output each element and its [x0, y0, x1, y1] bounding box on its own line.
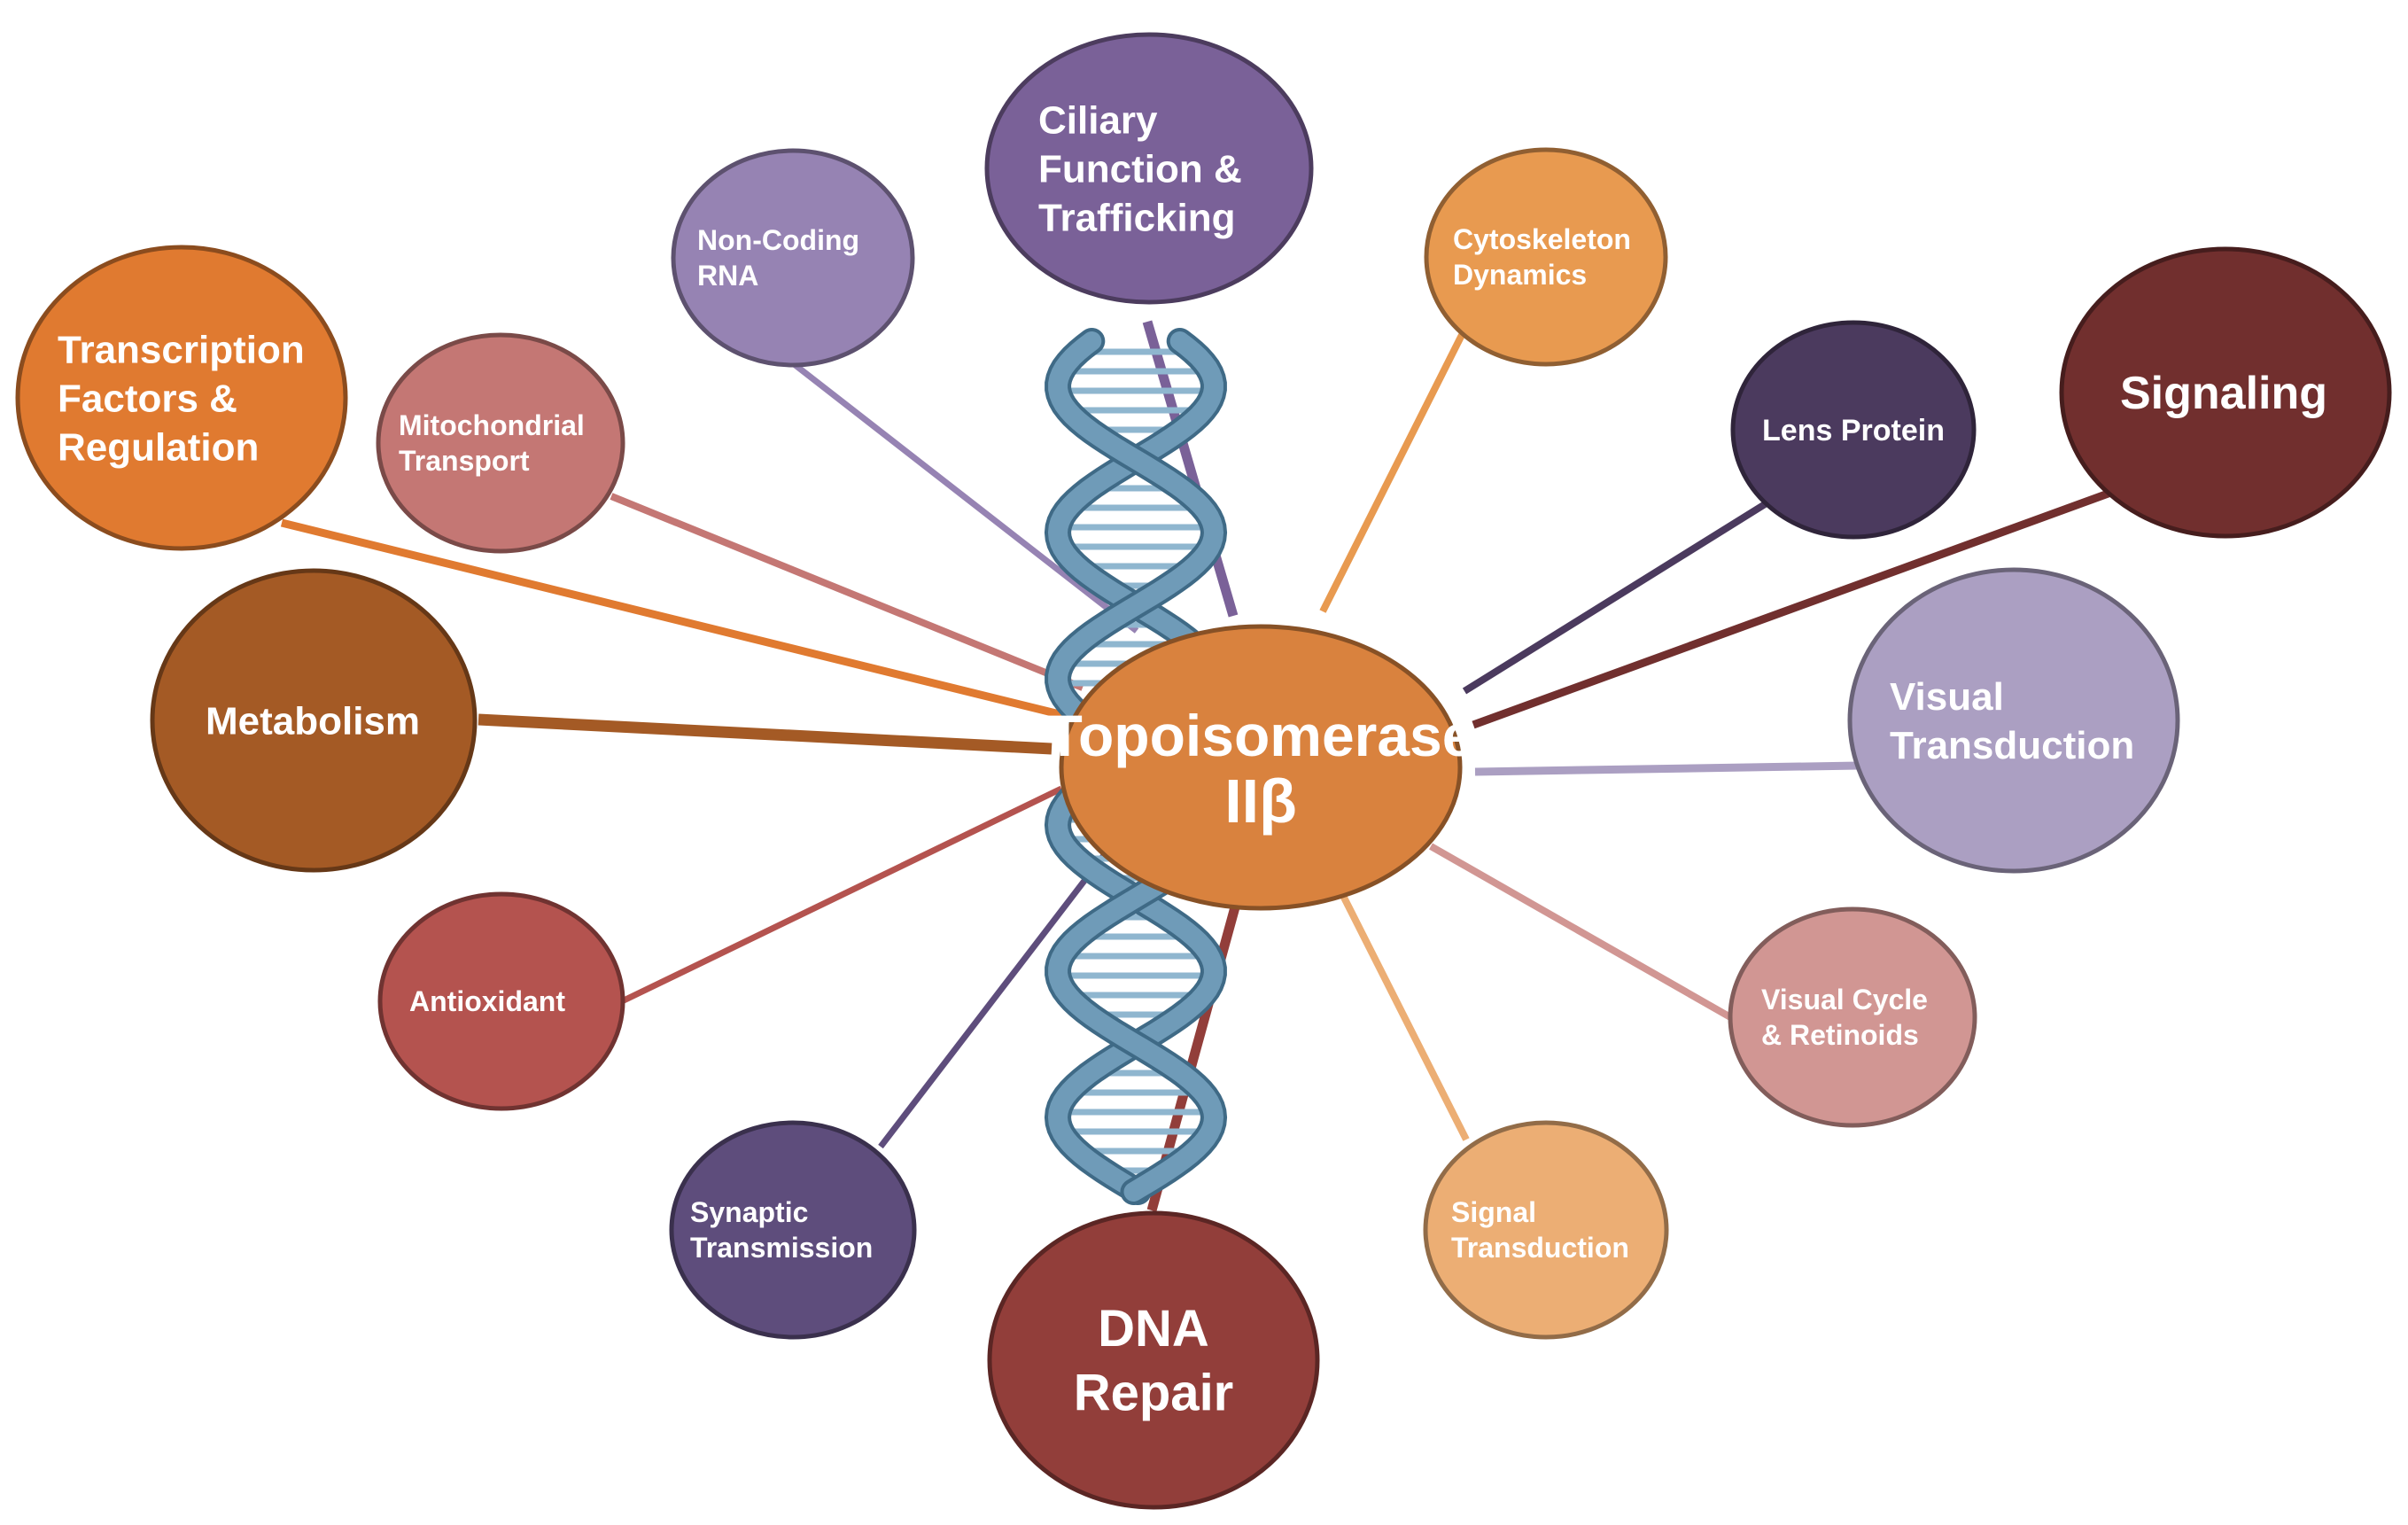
- dna-repair-label: DNA: [1098, 1300, 1209, 1358]
- transcription-factors-regulation-label: Transcription: [58, 328, 305, 371]
- center-ellipse: [1059, 624, 1463, 911]
- non-coding-rna-connector: [790, 361, 1139, 634]
- metabolism-connector: [478, 713, 1053, 755]
- signal-transduction-label: Transduction: [1451, 1232, 1629, 1264]
- center-label-line: IIβ: [1224, 766, 1297, 836]
- transcription-factors-regulation-label: Factors &: [58, 377, 237, 420]
- synaptic-transmission-label: Transmission: [690, 1232, 873, 1264]
- signaling-label: Signaling: [2120, 368, 2327, 419]
- lens-protein-circle: [1730, 320, 1977, 540]
- node-dna-repair: DNA Repair: [987, 1210, 1320, 1510]
- cytoskeleton-dynamics-label: Cytoskeleton: [1453, 223, 1631, 255]
- mitochondrial-transport-label: Mitochondrial: [399, 409, 585, 441]
- non-coding-rna-label: RNA: [697, 260, 758, 292]
- dna-repair-circle: [987, 1210, 1320, 1510]
- non-coding-rna-label: Non-Coding: [697, 224, 859, 256]
- visual-cycle-retinoids-connector: [1429, 843, 1734, 1022]
- ciliary-function-trafficking-label: Function &: [1038, 147, 1242, 191]
- visual-cycle-retinoids-label: Visual Cycle: [1761, 984, 1928, 1015]
- dna-repair-label: Repair: [1074, 1365, 1234, 1422]
- ciliary-function-trafficking-label: Trafficking: [1038, 196, 1236, 239]
- visual-transduction-label: Transduction: [1890, 724, 2134, 767]
- node-visual-cycle-retinoids: Visual Cycle & Retinoids: [1728, 906, 1977, 1128]
- mitochondrial-transport-label: Transport: [399, 445, 530, 477]
- cytoskeleton-dynamics-circle: [1424, 147, 1668, 367]
- lens-protein-connector: [1462, 498, 1772, 695]
- antioxidant-label: Antioxidant: [409, 985, 565, 1017]
- visual-cycle-retinoids-circle: [1728, 906, 1977, 1128]
- visual-transduction-label: Visual: [1890, 675, 2004, 719]
- cytoskeleton-dynamics-label: Dynamics: [1453, 259, 1587, 291]
- non-coding-rna-circle: [671, 148, 915, 368]
- visual-transduction-connector: [1474, 761, 1860, 776]
- node-lens-protein: Lens Protein: [1730, 320, 1977, 540]
- mitochondrial-transport-connector: [610, 493, 1084, 691]
- signaling-connector: [1472, 487, 2115, 729]
- metabolism-label: Metabolism: [206, 699, 420, 743]
- node-antioxidant: Antioxidant: [377, 891, 625, 1111]
- node-signaling: Signaling: [2059, 246, 2392, 539]
- lens-protein-label: Lens Protein: [1762, 414, 1945, 447]
- transcription-factors-regulation-label: Regulation: [58, 425, 259, 469]
- cytoskeleton-dynamics-connector: [1319, 333, 1465, 613]
- connector-lines: [280, 320, 2115, 1212]
- signaling-circle: [2059, 246, 2392, 539]
- antioxidant-connector: [620, 785, 1063, 1005]
- visual-transduction-circle: [1847, 567, 2180, 874]
- ciliary-function-trafficking-label: Ciliary: [1038, 98, 1158, 142]
- ciliary-function-trafficking-circle: [984, 32, 1314, 305]
- mitochondrial-transport-circle: [376, 332, 625, 554]
- visual-cycle-retinoids-label: & Retinoids: [1761, 1019, 1919, 1051]
- antioxidant-circle: [377, 891, 625, 1111]
- synaptic-transmission-connector: [878, 848, 1110, 1149]
- center-label-line: Topoisomerase: [1047, 703, 1475, 768]
- transcription-factors-regulation-circle: [15, 245, 348, 551]
- transcription-factors-regulation-connector: [280, 518, 1065, 720]
- signal-transduction-circle: [1423, 1120, 1669, 1340]
- metabolism-circle: [150, 568, 478, 873]
- signal-transduction-label: Signal: [1451, 1196, 1536, 1228]
- synaptic-transmission-label: Synaptic: [690, 1196, 808, 1228]
- node-metabolism: Metabolism: [150, 568, 478, 873]
- signal-transduction-connector: [1332, 880, 1470, 1141]
- synaptic-transmission-circle: [669, 1120, 917, 1340]
